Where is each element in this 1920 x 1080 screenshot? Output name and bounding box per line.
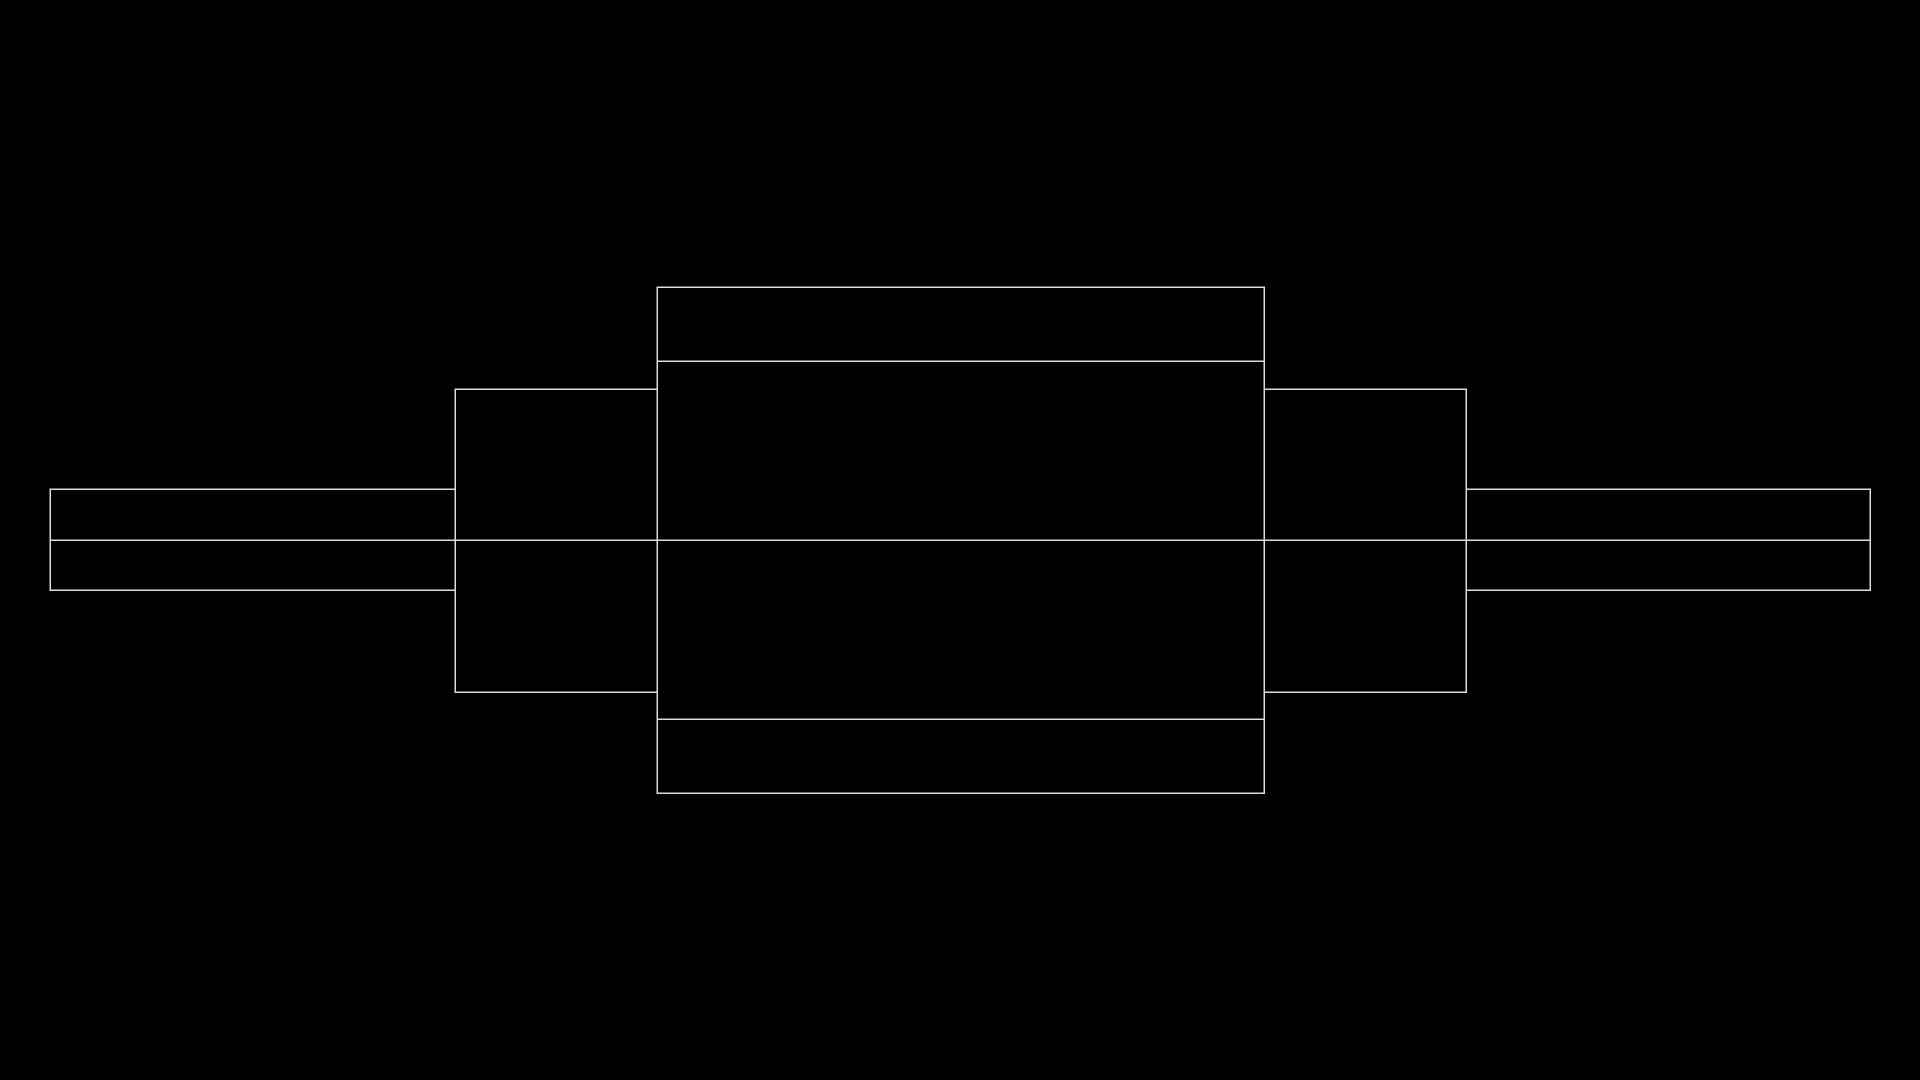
rotor-bottom-flange xyxy=(656,718,1265,794)
rotor-top-flange xyxy=(656,286,1265,362)
